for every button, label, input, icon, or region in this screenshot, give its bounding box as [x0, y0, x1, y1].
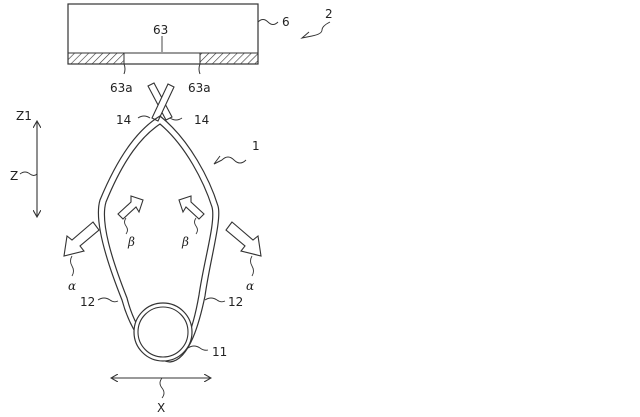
- plate-6: 63 6 63a 63a: [68, 4, 290, 95]
- leader-6: [258, 20, 278, 25]
- label-alpha-right: α: [246, 279, 254, 293]
- leader-axis-x: [160, 378, 164, 398]
- label-plate-ref: 6: [282, 15, 290, 29]
- label-side-right: 12: [228, 295, 243, 309]
- label-axis-x: X: [157, 401, 165, 415]
- label-ring-ref: 11: [212, 345, 227, 359]
- leader-fig-ref: [312, 22, 330, 36]
- label-beta-right: β: [181, 235, 189, 249]
- alpha-arrow-left: [64, 222, 99, 256]
- alpha-arrow-right: [226, 222, 261, 256]
- label-axis-z: Z: [10, 169, 18, 183]
- leader-beta-left: [125, 218, 128, 234]
- plate-hatch-left: [68, 53, 124, 64]
- label-axis-z1: Z1: [16, 109, 32, 123]
- leader-tip-left: [138, 116, 150, 118]
- leader-ring-ref: [188, 346, 208, 350]
- label-tip-right: 14: [194, 113, 209, 127]
- leader-beta-right: [195, 218, 198, 234]
- beta-arrow-right: [179, 196, 204, 219]
- beta-arrow-left: [118, 196, 143, 219]
- ring-11: 11: [134, 303, 227, 361]
- figure-ref-2: 2: [302, 7, 333, 38]
- label-notch-right: 63a: [188, 81, 211, 95]
- alpha-arrows: α α: [64, 222, 261, 293]
- label-fig-ref: 2: [325, 7, 333, 21]
- label-beta-left: β: [127, 235, 135, 249]
- label-loop-ref: 1: [252, 139, 260, 153]
- axis-x: X: [112, 378, 210, 415]
- ring-outer: [134, 303, 192, 361]
- beta-arrows: β β: [118, 196, 204, 249]
- arrow-fig-ref: [302, 32, 312, 38]
- leader-tip-right: [170, 118, 182, 120]
- label-side-left: 12: [80, 295, 95, 309]
- notch-right: [199, 64, 200, 74]
- leader-alpha-right: [251, 256, 254, 276]
- leader-axis-z: [20, 172, 37, 176]
- leader-alpha-left: [71, 256, 74, 276]
- label-plate-center: 63: [153, 23, 168, 37]
- leader-side-right: [205, 298, 225, 302]
- label-tip-left: 14: [116, 113, 131, 127]
- label-alpha-left: α: [68, 279, 76, 293]
- arrow-loop-ref: [214, 156, 222, 164]
- notch-left: [124, 64, 125, 74]
- plate-hatch-right: [200, 53, 258, 64]
- axis-z: Z1 Z: [10, 109, 37, 216]
- label-notch-left: 63a: [110, 81, 133, 95]
- leader-side-left: [98, 298, 118, 302]
- leader-loop-ref: [222, 157, 246, 163]
